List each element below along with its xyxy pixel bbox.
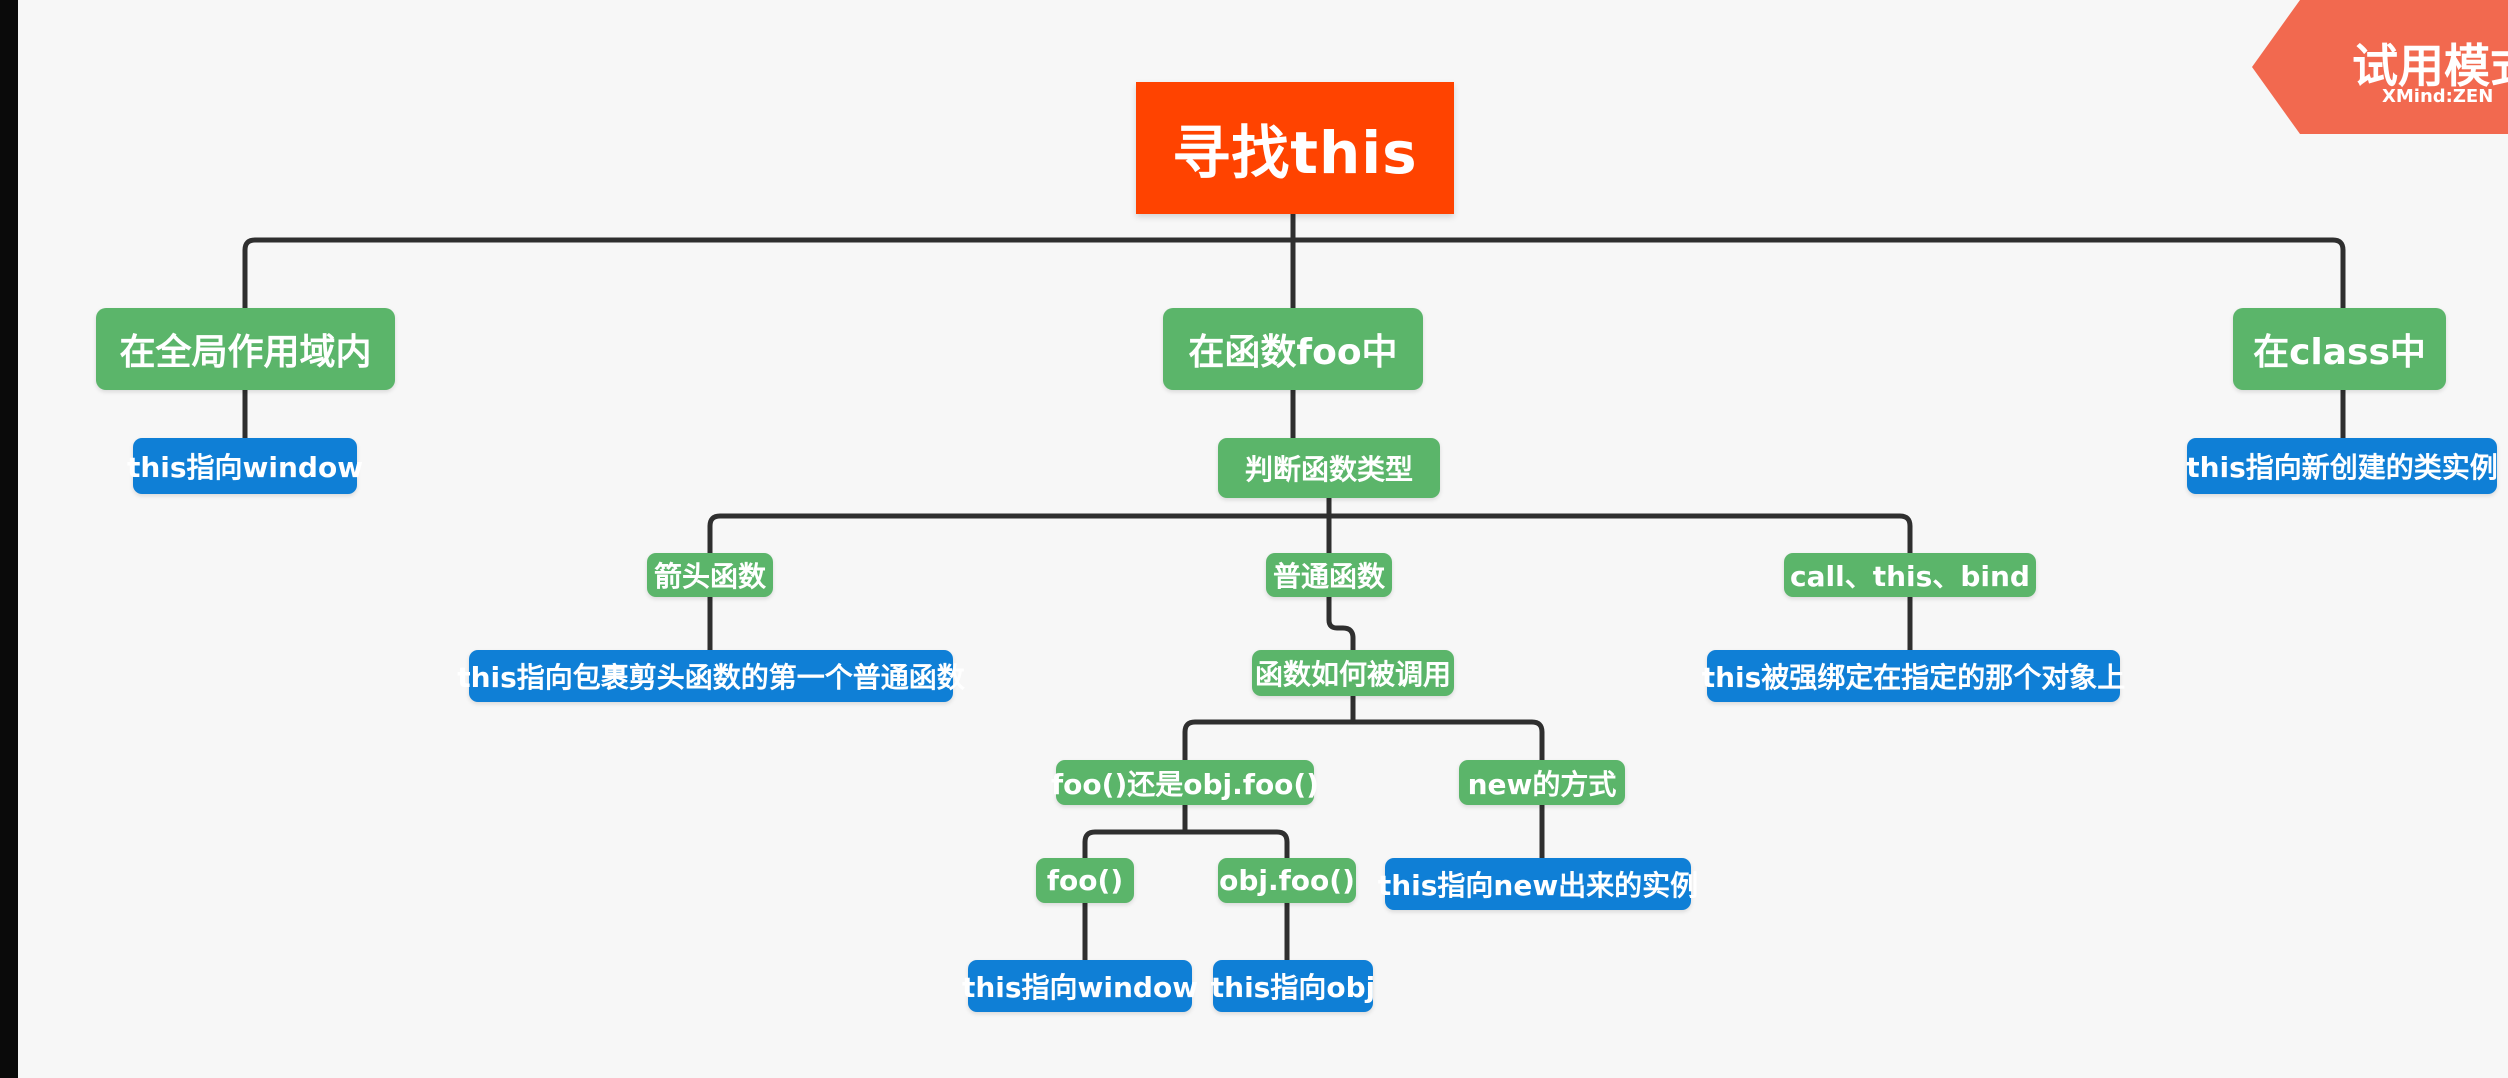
trial-mode-title: 试用模式	[2352, 39, 2508, 93]
topic-obj-foo-call-label: obj.foo()	[1219, 864, 1355, 897]
root-topic-label: 寻找this	[1172, 119, 1418, 187]
topic-foo-or-obj-foo-label: foo()还是obj.foo()	[1051, 767, 1320, 801]
topic-in-class[interactable]: 在class中	[2233, 308, 2446, 390]
result-global-window-label: this指向window	[126, 451, 364, 484]
result-global-window[interactable]: this指向window	[127, 438, 363, 494]
result-obj-foo-obj[interactable]: this指向obj	[1210, 960, 1376, 1012]
trial-mode-subtitle: XMind:ZEN	[2382, 86, 2494, 107]
topic-in-function[interactable]: 在函数foo中	[1163, 308, 1423, 390]
trial-badge-shape	[2252, 0, 2508, 134]
topic-global-scope[interactable]: 在全局作用域内	[96, 308, 395, 390]
topic-judge-function-type-label: 判断函数类型	[1244, 453, 1413, 486]
topic-judge-function-type[interactable]: 判断函数类型	[1218, 438, 1440, 498]
topic-arrow-function[interactable]: 箭头函数	[647, 553, 773, 597]
result-obj-foo-obj-label: this指向obj	[1210, 971, 1376, 1004]
topic-new-style[interactable]: new的方式	[1459, 760, 1625, 805]
topic-foo-or-obj-foo[interactable]: foo()还是obj.foo()	[1051, 760, 1319, 805]
topic-foo-call[interactable]: foo()	[1036, 858, 1134, 903]
topic-normal-function-label: 普通函数	[1272, 560, 1385, 593]
result-call-this-bind[interactable]: this被强绑定在指定的那个对象上	[1702, 650, 2125, 702]
result-class-instance[interactable]: this指向新创建的类实例	[2186, 438, 2498, 494]
result-arrow-function-label: this指向包裹剪头函数的第一个普通函数	[457, 661, 965, 694]
topic-in-class-label: 在class中	[2253, 332, 2426, 373]
topic-obj-foo-call[interactable]: obj.foo()	[1218, 858, 1356, 903]
result-new-instance[interactable]: this指向new出来的实例	[1378, 858, 1698, 910]
topic-how-called-label: 函数如何被调用	[1254, 658, 1451, 691]
connector-normal-howcalled	[1326, 594, 1356, 653]
topic-call-this-bind-label: call、this、bind	[1790, 560, 2030, 593]
connector-howcalled-bar	[1182, 719, 1545, 763]
root-topic[interactable]: 寻找this	[1136, 82, 1454, 214]
topic-global-scope-label: 在全局作用域内	[119, 332, 372, 373]
topic-normal-function[interactable]: 普通函数	[1266, 553, 1392, 597]
topic-new-style-label: new的方式	[1467, 767, 1617, 801]
topic-foo-call-label: foo()	[1046, 864, 1124, 897]
topic-in-function-label: 在函数foo中	[1188, 332, 1398, 373]
topic-call-this-bind[interactable]: call、this、bind	[1784, 553, 2036, 597]
result-class-instance-label: this指向新创建的类实例	[2186, 451, 2498, 484]
result-foo-window[interactable]: this指向window	[962, 960, 1198, 1012]
result-call-this-bind-label: this被强绑定在指定的那个对象上	[1701, 661, 2126, 694]
result-new-instance-label: this指向new出来的实例	[1377, 869, 1699, 902]
connector-callstyle-bar	[1082, 829, 1290, 861]
connector-judge-bar	[707, 513, 1913, 556]
result-foo-window-label: this指向window	[961, 971, 1199, 1004]
topic-how-called[interactable]: 函数如何被调用	[1252, 650, 1454, 696]
topic-arrow-function-label: 箭头函数	[653, 560, 766, 593]
result-arrow-function[interactable]: this指向包裹剪头函数的第一个普通函数	[457, 650, 965, 702]
trial-mode-badge[interactable]: 试用模式 XMind:ZEN	[2252, 0, 2508, 134]
